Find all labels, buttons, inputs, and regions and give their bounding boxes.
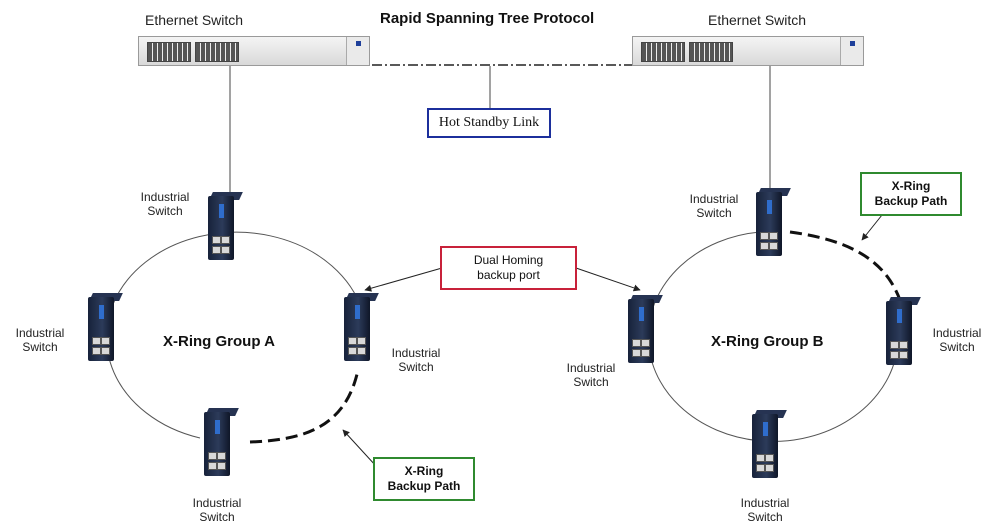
ring-a-solid <box>105 231 363 439</box>
switch-ports <box>641 42 685 62</box>
diagram-title: Rapid Spanning Tree Protocol <box>380 10 595 27</box>
backup-path-box-b: X-Ring Backup Path <box>860 172 962 216</box>
status-led-icon <box>356 41 361 46</box>
switch-ports <box>689 42 733 62</box>
ethernet-switch-left <box>138 36 370 66</box>
status-led-icon <box>850 41 855 46</box>
switch-ports <box>147 42 191 62</box>
backup-arrow-a <box>342 429 377 467</box>
industrial-switch-device <box>84 293 123 361</box>
industrial-switch-device <box>748 410 787 478</box>
switch-endcap <box>346 37 369 65</box>
ring-b-backup-path <box>789 230 902 301</box>
backup-path-box-a: X-Ring Backup Path <box>373 457 475 501</box>
ethernet-switch-right <box>632 36 864 66</box>
ring-b-solid <box>647 231 896 442</box>
industrial-switch-device <box>624 295 663 363</box>
backup-arrow-b <box>861 214 883 241</box>
ethernet-switch-label-right: Ethernet Switch <box>708 12 807 28</box>
switch-ports <box>195 42 239 62</box>
dual-homing-box: Dual Homing backup port <box>440 246 577 290</box>
industrial-switch-device <box>340 293 379 361</box>
industrial-switch-device <box>200 408 239 476</box>
ethernet-switch-label-left: Ethernet Switch <box>145 12 244 28</box>
industrial-switch-device <box>204 192 243 260</box>
hot-standby-link-box: Hot Standby Link <box>427 108 551 138</box>
dual-homing-arrow-a <box>364 267 443 292</box>
backup-path-line1: X-Ring <box>891 179 931 193</box>
industrial-switch-device <box>752 188 791 256</box>
switch-endcap <box>840 37 863 65</box>
backup-path-line2: Backup Path <box>387 479 461 493</box>
dual-homing-line1: Dual Homing <box>473 253 544 267</box>
dual-homing-line2: backup port <box>477 268 540 282</box>
ring-a-backup-path <box>249 369 360 444</box>
group-a-name: X-Ring Group A <box>163 333 275 350</box>
backup-path-line2: Backup Path <box>874 194 948 208</box>
dual-homing-arrow-b <box>575 267 641 292</box>
industrial-switch-device <box>882 297 921 365</box>
group-b-name: X-Ring Group B <box>711 333 824 350</box>
backup-path-line1: X-Ring <box>404 464 444 478</box>
